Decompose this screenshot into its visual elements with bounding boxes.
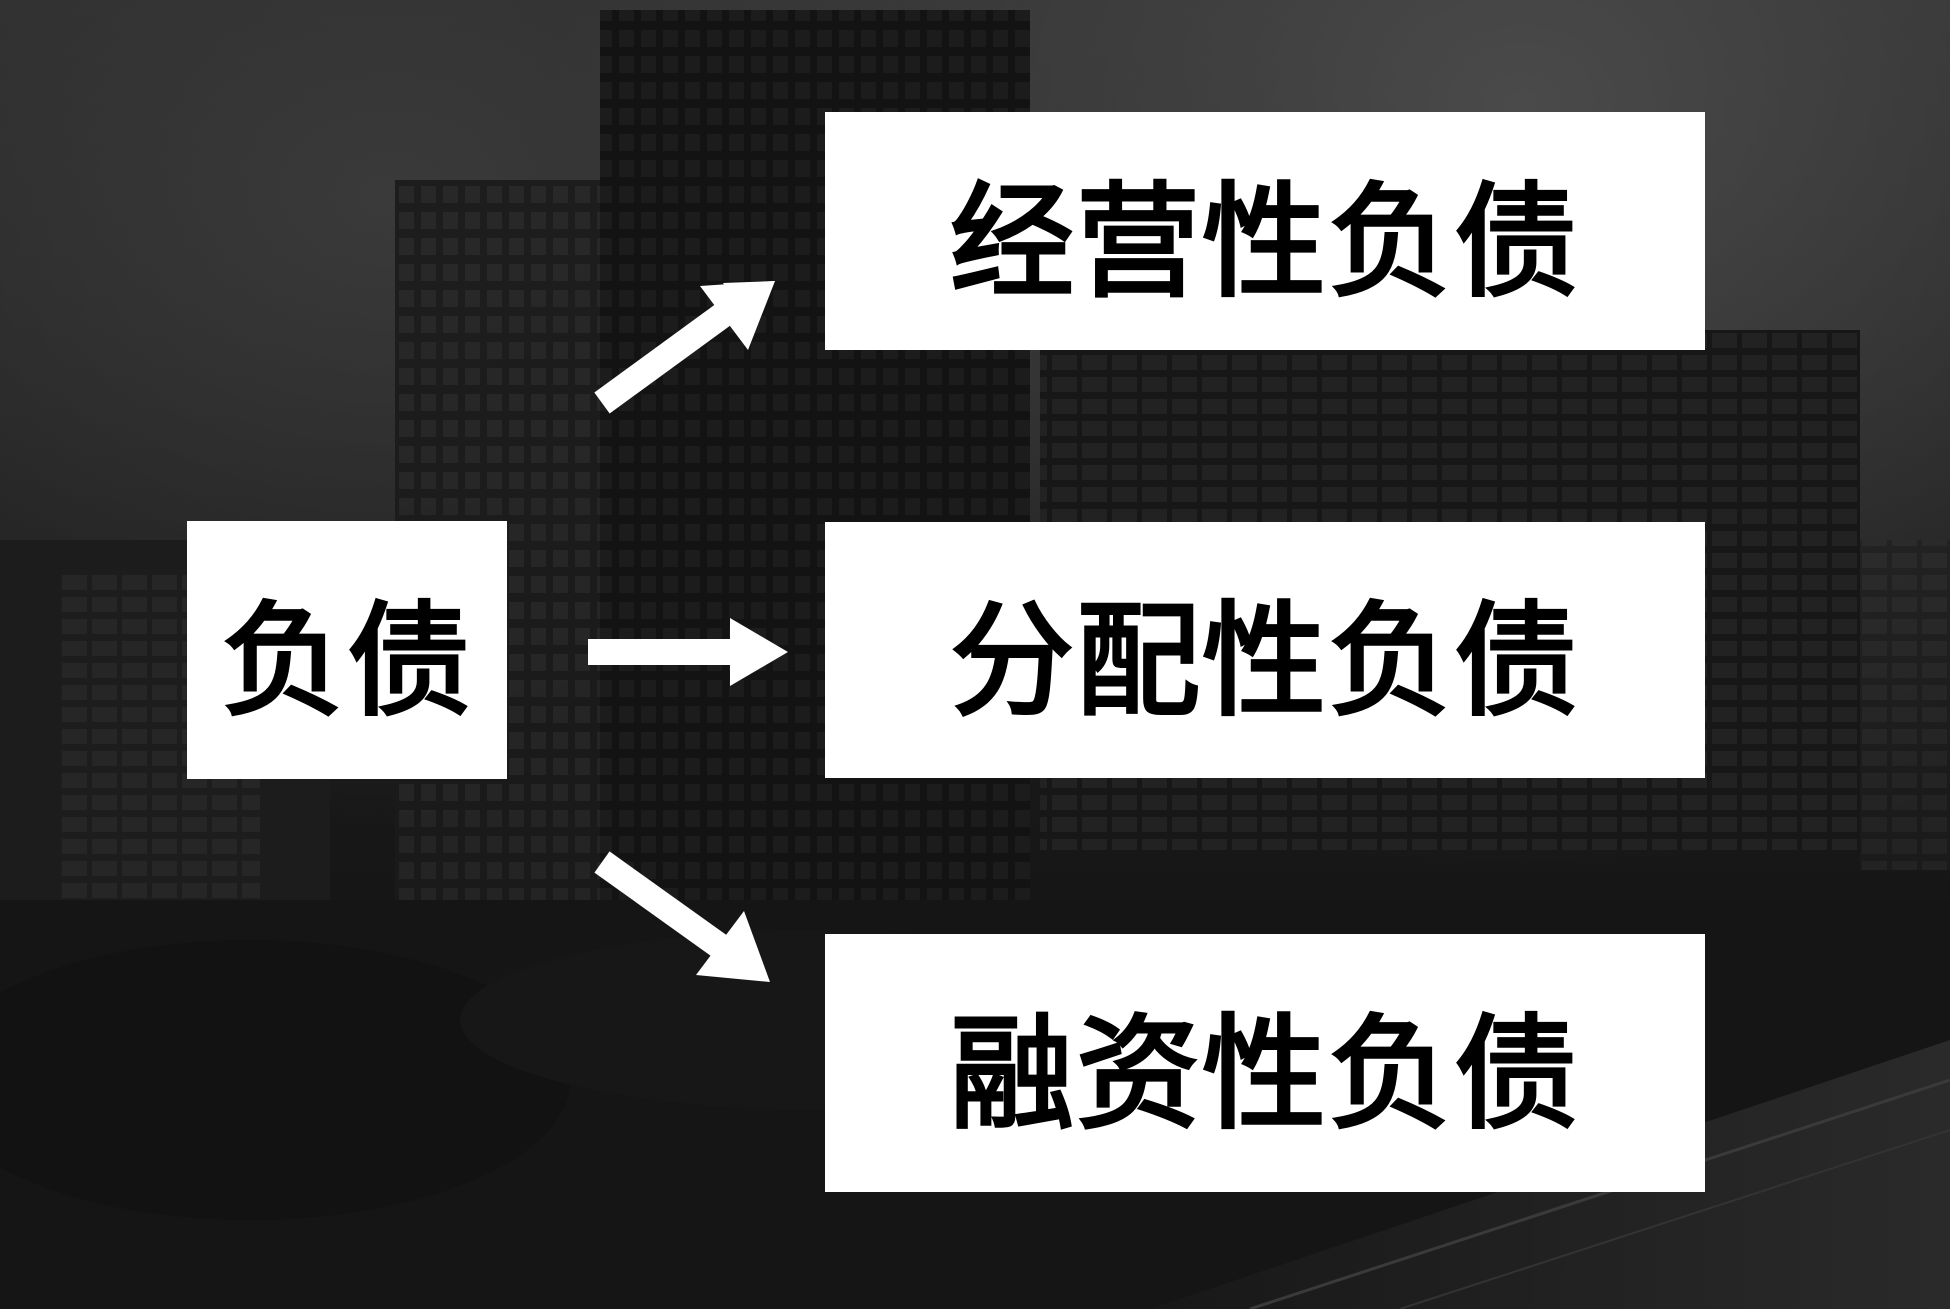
node-financing-liabilities: 融资性负债 [825, 934, 1705, 1192]
node-label: 经营性负债 [949, 171, 1580, 315]
node-label: 负债 [220, 590, 473, 734]
node-distribution-liabilities: 分配性负债 [825, 522, 1705, 778]
arrow-to-distribution [588, 618, 788, 686]
node-label: 分配性负债 [949, 590, 1580, 734]
node-liabilities: 负债 [187, 521, 507, 779]
node-operating-liabilities: 经营性负债 [825, 112, 1705, 350]
node-label: 融资性负债 [949, 1003, 1580, 1147]
arrow-to-financing [594, 851, 770, 982]
arrow-to-operating [594, 281, 775, 414]
